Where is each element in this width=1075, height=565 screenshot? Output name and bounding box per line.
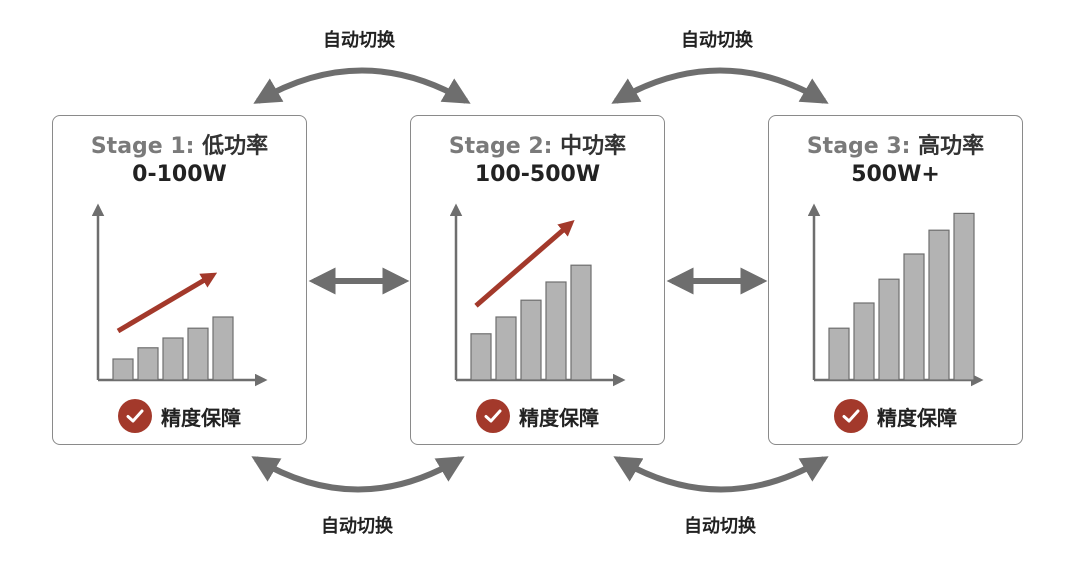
badge-label: 精度保障	[161, 405, 241, 430]
bar	[187, 327, 209, 381]
switch-label-top-2: 自动切换	[681, 30, 753, 51]
stage-name: 低功率	[202, 134, 269, 159]
bar	[953, 212, 975, 381]
bar	[903, 253, 925, 381]
bar	[212, 316, 234, 381]
checkmark-circle-icon	[834, 399, 868, 433]
stage-card-high-power: Stage 3: 高功率 500W+ 精度保障	[768, 115, 1023, 445]
bar	[470, 333, 492, 381]
stage-bar-chart	[807, 203, 984, 387]
bar	[520, 299, 542, 381]
precision-badge: 精度保障	[411, 399, 664, 433]
stage-title: Stage 3: 高功率	[769, 128, 1022, 160]
bar	[853, 302, 875, 381]
stage-number: Stage 2:	[448, 134, 553, 159]
stage-title: Stage 2: 中功率	[411, 128, 664, 160]
stage-bar-chart	[449, 203, 626, 387]
trend-up-arrow-icon	[116, 272, 218, 334]
badge-label: 精度保障	[877, 405, 957, 430]
checkmark-circle-icon	[118, 399, 152, 433]
stage-card-low-power: Stage 1: 低功率 0-100W 精度保障	[52, 115, 307, 445]
stage-range: 500W+	[851, 162, 940, 187]
top-switch-arrow-2-3	[611, 67, 829, 104]
stage-number: Stage 1:	[90, 134, 195, 159]
bar	[545, 281, 567, 381]
switch-label-bottom-1: 自动切换	[321, 516, 393, 537]
checkmark-circle-icon	[476, 399, 510, 433]
bar	[112, 358, 134, 381]
bar	[878, 278, 900, 381]
stage-card-mid-power: Stage 2: 中功率 100-500W 精度保障	[410, 115, 665, 445]
stage-range: 0-100W	[132, 162, 227, 187]
bar	[495, 316, 517, 381]
bar	[828, 327, 850, 381]
top-switch-arrow-1-2	[253, 67, 471, 104]
bottom-switch-arrow-2-3	[613, 456, 829, 493]
switch-label-bottom-2: 自动切换	[684, 516, 756, 537]
trend-up-arrow-icon	[474, 220, 575, 308]
bar	[928, 229, 950, 381]
stage-name: 中功率	[560, 134, 627, 159]
stage-number: Stage 3:	[806, 134, 911, 159]
bar	[162, 337, 184, 381]
precision-badge: 精度保障	[53, 399, 306, 433]
switch-label-top-1: 自动切换	[323, 30, 395, 51]
precision-badge: 精度保障	[769, 399, 1022, 433]
bottom-switch-arrow-1-2	[251, 456, 465, 493]
stage-bar-chart	[91, 203, 268, 387]
badge-label: 精度保障	[519, 405, 599, 430]
bar	[570, 264, 592, 381]
bar	[137, 347, 159, 381]
stage-range: 100-500W	[474, 162, 601, 187]
stage-title: Stage 1: 低功率	[53, 128, 306, 160]
stage-name: 高功率	[918, 134, 985, 159]
